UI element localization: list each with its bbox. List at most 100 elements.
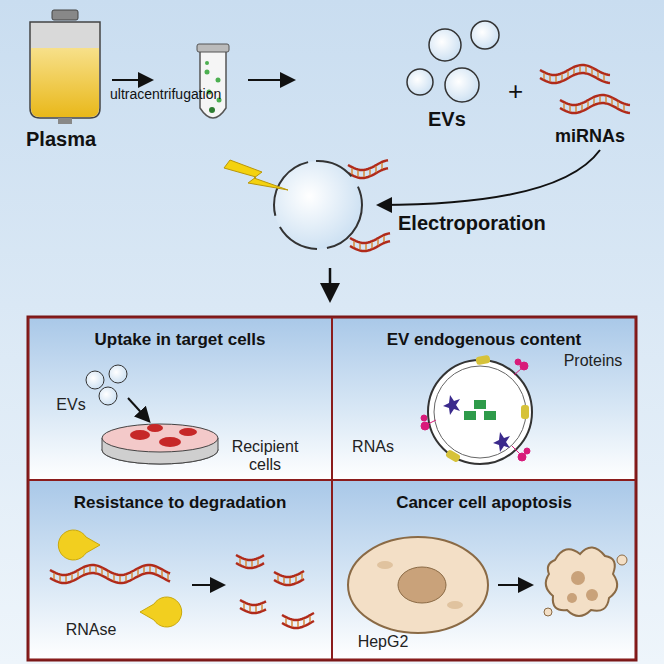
mirna-strands-part <box>560 103 630 113</box>
rnase-illustration-part <box>282 613 314 620</box>
plus-sign: + <box>508 76 523 107</box>
mirna-strands-part <box>617 102 619 108</box>
rnase-illustration-part <box>249 605 251 611</box>
background-part <box>332 317 636 480</box>
mirna-strands-part <box>585 66 587 72</box>
electroporation-part <box>274 161 362 249</box>
centrifuge-tube-part <box>205 61 209 65</box>
rnase-illustration-part <box>161 570 163 576</box>
mirna-strands-part <box>381 163 383 169</box>
plasma-bag <box>30 10 100 124</box>
rnase-illustration-part <box>167 574 169 580</box>
centrifuge-tube-part <box>205 70 210 75</box>
mirna-strands-part <box>363 171 365 177</box>
ev-content-illustration-part-part <box>515 359 521 365</box>
background-part <box>332 480 636 660</box>
uptake-illustration <box>86 365 218 464</box>
mirna-strands-part <box>593 98 595 104</box>
mirna-strands-part <box>575 106 577 112</box>
ev-vesicles-part <box>471 21 499 49</box>
centrifuge-tube-part <box>197 44 229 52</box>
rnase-illustration-part <box>297 621 299 627</box>
ev-vesicles-part <box>407 69 433 95</box>
rnase-illustration-part <box>137 569 139 575</box>
centrifuge-tube-part <box>209 107 215 113</box>
rnase-illustration-part <box>309 616 311 622</box>
ev-label: EVs <box>428 108 466 131</box>
rnase-illustration-part <box>125 575 127 581</box>
mirna-strands-part <box>357 170 359 176</box>
background-part <box>28 317 332 480</box>
rnase-illustration-part <box>59 575 61 581</box>
part-label: Recipient cells <box>215 438 315 473</box>
rnase-illustration-part <box>192 584 222 586</box>
rnase-illustration-part <box>261 604 263 610</box>
mirna-strands-part <box>549 75 551 81</box>
mirna-strands-part <box>573 68 575 74</box>
mirna-strands-part <box>567 71 569 77</box>
rnase-illustration-part <box>83 568 85 574</box>
centrifuge-tube <box>197 44 229 118</box>
mirna-strands-part <box>603 75 605 81</box>
ev-content-illustration-part <box>493 432 510 452</box>
rnase-illustration-part <box>251 561 253 567</box>
apoptosis-illustration-part <box>447 601 463 609</box>
ev-content-illustration-part-part <box>428 420 436 424</box>
mirna-strands-part <box>365 244 367 250</box>
rnase-illustration-part <box>257 559 259 565</box>
panel-title: Cancer cell apoptosis <box>333 493 635 513</box>
mirna-strands-part <box>371 242 373 248</box>
source-label: Plasma <box>26 128 96 151</box>
apoptosis-illustration-part <box>617 555 627 565</box>
ev-content-illustration-part <box>434 366 526 458</box>
part-label: HepG2 <box>343 633 423 651</box>
mirna-strands-part <box>359 243 361 249</box>
uptake-illustration-part <box>179 428 197 436</box>
mirna-strands-part <box>351 168 353 174</box>
mirna-strands-part <box>375 166 377 172</box>
ev-content-illustration-part <box>484 411 496 420</box>
apoptosis-illustration-part <box>586 589 598 601</box>
rnase-illustration-part <box>149 566 151 572</box>
uptake-illustration-part <box>86 371 104 389</box>
ev-content-illustration-part-part <box>524 448 530 454</box>
plasma-bag-part <box>52 10 78 20</box>
mirna-strands-part <box>611 99 613 105</box>
result-panel: Resistance to degradationRNAse <box>28 480 332 660</box>
rnase-illustration-part <box>291 620 293 626</box>
ev-content-illustration-part-part <box>421 415 427 421</box>
result-panel: Uptake in target cellsEVsRecipient cells <box>28 317 332 480</box>
rnase-illustration-part <box>303 619 305 625</box>
mirna-strands-part <box>369 169 371 175</box>
rnase-illustration-part <box>255 606 257 612</box>
ev-content-illustration-part-part <box>421 422 429 430</box>
mirna-strands-part <box>569 105 571 111</box>
rnase-illustration-part <box>101 569 103 575</box>
uptake-illustration-part <box>130 430 150 440</box>
centrifuge-tube-part <box>200 50 226 118</box>
rnase-illustration-part <box>239 558 241 564</box>
ev-content-illustration-part <box>464 411 476 420</box>
mirna-strands-part <box>623 105 625 111</box>
mirna-strands-part <box>587 101 589 107</box>
mirna-strands-part <box>555 76 557 82</box>
uptake-illustration-part <box>128 398 148 420</box>
ev-content-illustration-part-part <box>512 446 520 454</box>
ev-content-illustration-part <box>475 355 490 365</box>
apoptosis-illustration-part <box>546 547 617 616</box>
apoptosis-illustration-part <box>544 608 552 616</box>
uptake-illustration-part <box>109 365 127 383</box>
mirna-strands-part <box>579 66 581 72</box>
rnase-illustration-part <box>245 560 247 566</box>
apoptosis-illustration-part <box>571 571 585 585</box>
mirna-strands-part <box>350 241 390 251</box>
uptake-illustration-part <box>99 387 117 405</box>
rnase-illustration-part <box>119 576 121 582</box>
rnase-illustration-part <box>65 576 67 582</box>
ev-content-illustration-part <box>521 405 529 419</box>
result-panel: EV endogenous contentProteinsRNAs <box>332 317 636 480</box>
ev-vesicles-part <box>445 68 479 102</box>
ev-content-illustration-part <box>445 449 461 463</box>
